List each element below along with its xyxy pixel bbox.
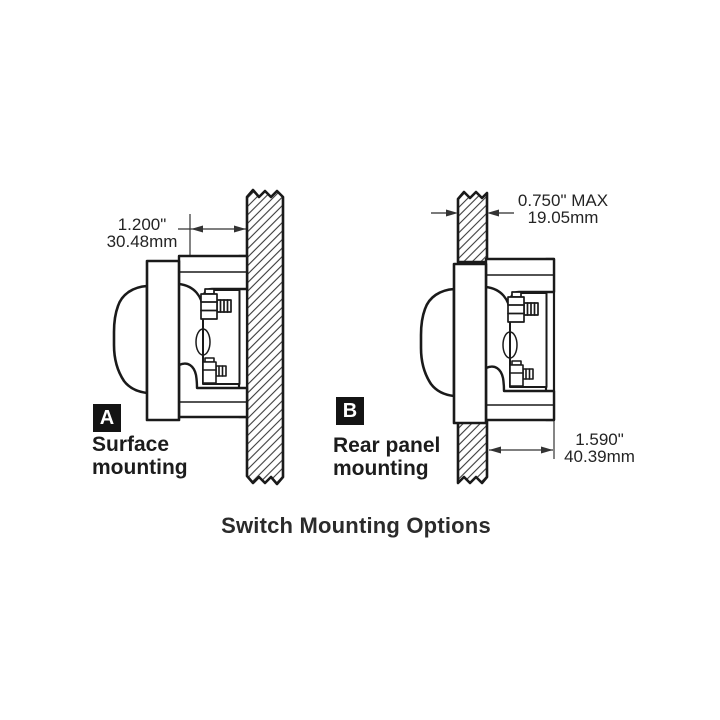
dimension-b-depth-text: 1.590" 40.39mm	[551, 431, 648, 465]
dimension-b-thickness-mm: 19.05mm	[527, 208, 599, 227]
diagram-title: Switch Mounting Options	[221, 513, 491, 538]
wall-panel-b-upper	[456, 190, 489, 264]
dimension-a-mm: 30.48mm	[106, 232, 178, 251]
badge-b: B	[336, 397, 364, 425]
dimension-a-text: 1.200" 30.48mm	[94, 216, 190, 250]
dimension-a-inches: 1.200"	[117, 215, 167, 234]
dimension-b-thickness-text: 0.750" MAX 19.05mm	[497, 192, 629, 226]
label-a: Surface mounting	[92, 433, 188, 479]
label-a-line1: Surface	[92, 433, 170, 456]
wall-panel-b-lower	[456, 418, 489, 485]
switch-a	[112, 254, 249, 422]
dimension-b-thickness	[431, 209, 514, 217]
dimension-a	[178, 214, 246, 257]
label-b-line2: mounting	[333, 457, 429, 480]
label-b-line1: Rear panel	[333, 434, 441, 457]
label-a-line2: mounting	[92, 456, 188, 479]
switch-b	[419, 257, 556, 425]
dimension-b-depth-mm: 40.39mm	[564, 447, 635, 466]
dimension-b-depth-inches: 1.590"	[575, 430, 624, 449]
dimension-b-depth	[489, 421, 555, 459]
badge-a: A	[93, 404, 121, 432]
dimension-b-thickness-inches: 0.750" MAX	[517, 191, 609, 210]
label-b: Rear panel mounting	[333, 434, 440, 480]
wall-panel-a	[245, 188, 285, 486]
